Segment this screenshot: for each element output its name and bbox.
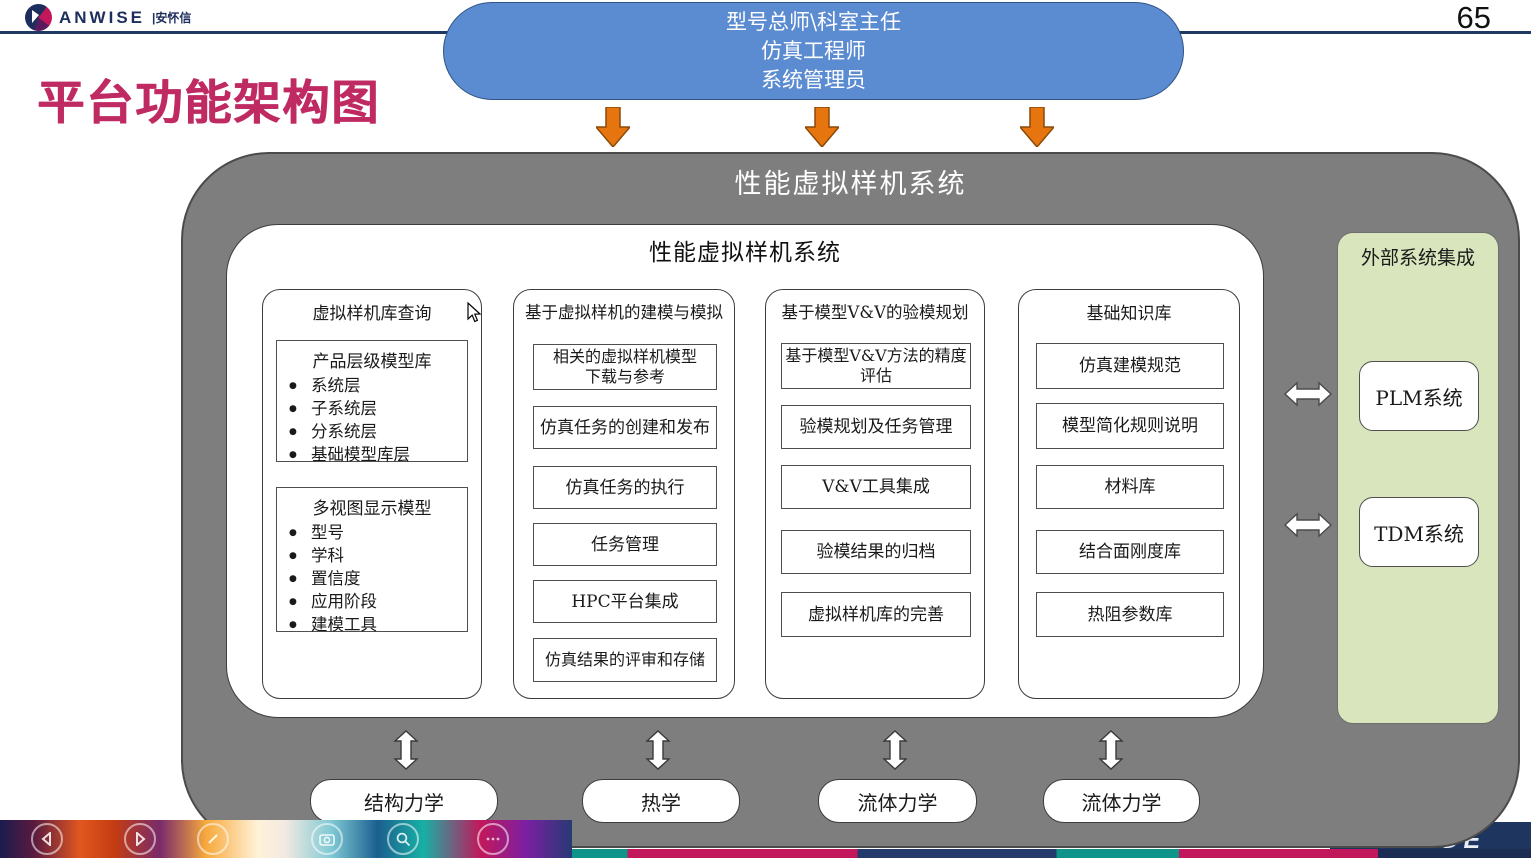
function-box: 仿真结果的评审和存储 [533,638,717,682]
column-modeling-simulation: 基于虚拟样机的建模与模拟 相关的虚拟样机模型 下载与参考 仿真任务的创建和发布 … [513,289,735,699]
function-box: HPC平台集成 [533,580,717,623]
bullet-list: 系统层 子系统层 分系统层 基础模型库层 [277,374,467,467]
double-arrow-horizontal-icon [1284,512,1332,538]
column-vv-planning: 基于模型V&V的验模规划 基于模型V&V方法的精度 评估 验模规划及任务管理 V… [765,289,985,699]
function-box: 基于模型V&V方法的精度 评估 [781,343,971,389]
viewer-toolbar [0,820,572,858]
anwise-logo-icon [25,4,52,31]
camera-icon[interactable] [311,823,343,855]
edit-icon[interactable] [197,823,229,855]
double-arrow-vertical-icon [882,730,908,770]
external-panel-title: 外部系统集成 [1360,247,1475,269]
plm-system-box: PLM系统 [1359,361,1479,431]
column-knowledge-base: 基础知识库 仿真建模规范 模型简化规则说明 材料库 结合面刚度库 热阻参数库 [1018,289,1240,699]
inner-panel-title: 性能虚拟样机系统 [649,240,841,266]
function-box: 任务管理 [533,523,717,566]
discipline-box: 热学 [582,779,740,823]
down-arrow-icon [596,107,630,147]
more-icon[interactable] [477,823,509,855]
function-box: 模型简化规则说明 [1036,403,1224,449]
prev-icon[interactable] [31,823,63,855]
double-arrow-vertical-icon [1098,730,1124,770]
function-box: 虚拟样机库的完善 [781,592,971,637]
bullet-item: 基础模型库层 [277,443,467,467]
function-box: 热阻参数库 [1036,592,1224,637]
play-icon[interactable] [124,823,156,855]
double-arrow-vertical-icon [645,730,671,770]
function-box: 仿真任务的创建和发布 [533,406,717,449]
function-box: 验模结果的归档 [781,530,971,574]
column-title: 虚拟样机库查询 [312,304,432,324]
page-number: 65 [1456,0,1491,35]
brand-logo: ANWISE |安怀信 [25,4,191,31]
tdm-system-box: TDM系统 [1359,497,1479,567]
bullet-item: 分系统层 [277,420,467,444]
outer-panel-title: 性能虚拟样机系统 [734,169,967,200]
column-prototype-library-query: 虚拟样机库查询 产品层级模型库 系统层 子系统层 分系统层 基础模型库层 多视图… [262,289,482,699]
brand-name-cn: |安怀信 [152,11,192,25]
actor-line: 仿真工程师 [761,38,866,63]
function-box: 仿真建模规范 [1036,343,1224,389]
bullet-item: 应用阶段 [277,590,467,614]
group-heading: 产品层级模型库 [312,352,432,372]
actors-capsule: 型号总师\科室主任 仿真工程师 系统管理员 [443,2,1184,100]
bullet-item: 学科 [277,544,467,568]
function-box: V&V工具集成 [781,465,971,509]
function-box: 相关的虚拟样机模型 下载与参考 [533,344,717,390]
down-arrow-icon [1020,107,1054,147]
function-box: 结合面刚度库 [1036,530,1224,574]
double-arrow-horizontal-icon [1284,381,1332,407]
actor-line: 系统管理员 [761,67,866,92]
column-title: 基于虚拟样机的建模与模拟 [525,303,723,322]
bullet-item: 系统层 [277,374,467,398]
column-title: 基础知识库 [1086,304,1172,324]
bullet-item: 置信度 [277,567,467,591]
discipline-box: 流体力学 [1043,779,1200,823]
down-arrow-icon [805,107,839,147]
group-product-model-library: 产品层级模型库 系统层 子系统层 分系统层 基础模型库层 [276,340,468,467]
function-box: 材料库 [1036,465,1224,509]
bullet-item: 建模工具 [277,613,467,637]
brand-name: ANWISE [59,7,145,27]
zoom-icon[interactable] [387,823,419,855]
group-multiview-model: 多视图显示模型 型号 学科 置信度 应用阶段 建模工具 [276,487,468,637]
group-heading: 多视图显示模型 [312,499,432,519]
double-arrow-vertical-icon [393,730,419,770]
function-box: 验模规划及任务管理 [781,405,971,449]
bullet-item: 型号 [277,521,467,545]
function-box: 仿真任务的执行 [533,466,717,509]
external-systems-panel: 外部系统集成 PLM系统 TDM系统 [1337,232,1499,724]
bullet-list: 型号 学科 置信度 应用阶段 建模工具 [277,521,467,637]
column-title: 基于模型V&V的验模规划 [781,303,969,322]
mouse-cursor [467,302,482,323]
discipline-box: 流体力学 [818,779,977,823]
page-title: 平台功能架构图 [37,76,380,129]
discipline-box: 结构力学 [310,779,498,823]
actor-line: 型号总师\科室主任 [725,9,902,34]
bullet-item: 子系统层 [277,397,467,421]
bottom-decor-strip [0,849,1531,858]
